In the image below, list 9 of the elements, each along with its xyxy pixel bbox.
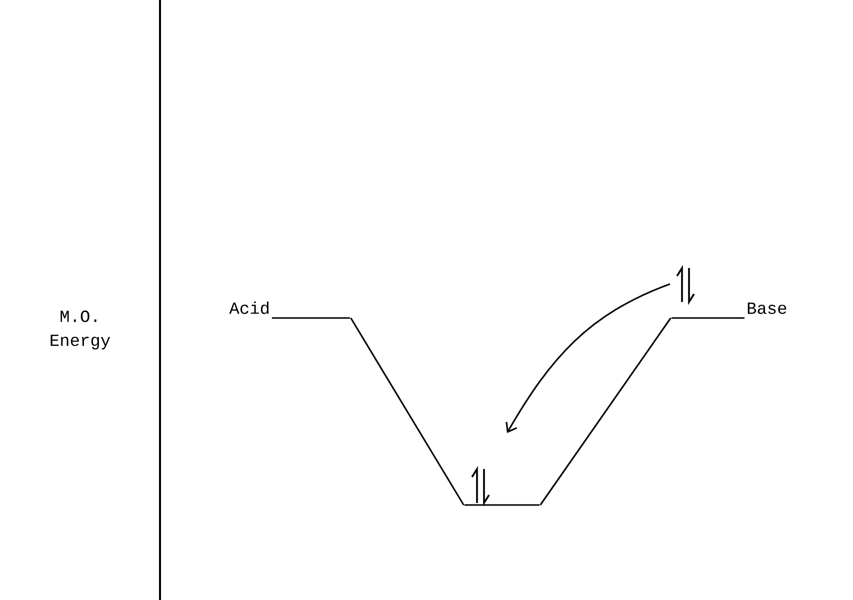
level-label: Acid (229, 301, 268, 314)
connector-line (540, 318, 672, 506)
energy-level-line (271, 317, 351, 319)
energy-level-line (670, 317, 746, 319)
axis-label: M.O. Energy (50, 310, 110, 350)
energy-level-line (464, 504, 540, 506)
level-label: Base (748, 302, 786, 314)
curved-arrow (506, 283, 670, 433)
connector-line (350, 318, 464, 506)
